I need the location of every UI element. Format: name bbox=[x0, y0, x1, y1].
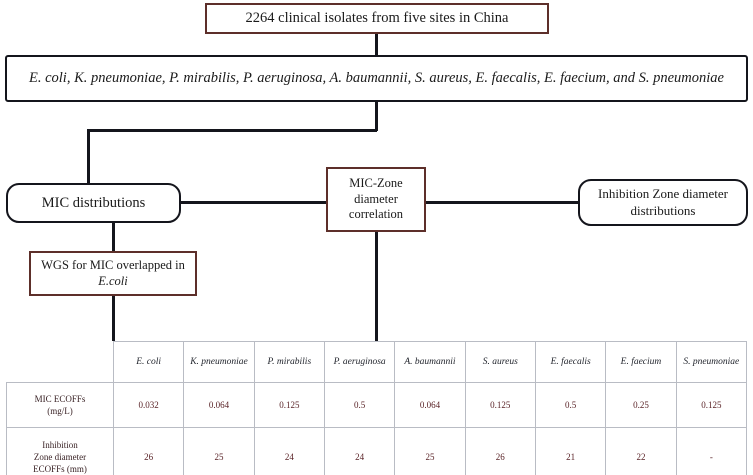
table-cell: 0.064 bbox=[183, 382, 255, 428]
connector-mic-to-correlation bbox=[180, 201, 328, 204]
species-list-box: E. coli, K. pneumoniae, P. mirabilis, P.… bbox=[5, 55, 748, 102]
zone-distributions-label: Inhibition Zone diameter distributions bbox=[598, 186, 728, 218]
row-label-mic-ecoffs: MIC ECOFFs (mg/L) bbox=[6, 382, 114, 428]
table-cell: - bbox=[675, 427, 748, 475]
row-label-line1: Inhibition bbox=[42, 439, 78, 450]
wgs-label-line1: WGS for MIC overlapped in bbox=[41, 257, 185, 272]
connector-correlation-to-table bbox=[375, 230, 378, 342]
mic-distributions-box: MIC distributions bbox=[6, 183, 181, 223]
connector-trunk-to-mic bbox=[87, 129, 90, 184]
species-list-label: E. coli, K. pneumoniae, P. mirabilis, P.… bbox=[28, 70, 724, 87]
table-header-cell: S. aureus bbox=[464, 341, 536, 383]
connector-species-to-trunk bbox=[375, 101, 378, 131]
row-label-line3: ECOFFs (mm) bbox=[33, 464, 87, 475]
isolates-summary-label: 2264 clinical isolates from five sites i… bbox=[245, 10, 509, 27]
table-cell: 24 bbox=[323, 427, 396, 475]
table-header-row: E. coli K. pneumoniae P. mirabilis P. ae… bbox=[6, 341, 748, 383]
table-cell: 21 bbox=[534, 427, 607, 475]
connector-mic-to-wgs bbox=[112, 222, 115, 253]
table-cell: 24 bbox=[253, 427, 325, 475]
wgs-label-species: E.coli bbox=[98, 273, 128, 288]
table-cell: 0.032 bbox=[112, 382, 185, 428]
table-cell: 26 bbox=[112, 427, 185, 475]
table-cell: 26 bbox=[464, 427, 536, 475]
table-header-cell: E. coli bbox=[112, 341, 185, 383]
connector-wgs-to-table bbox=[112, 294, 115, 342]
isolates-summary-box: 2264 clinical isolates from five sites i… bbox=[205, 3, 549, 34]
row-label-line2: Zone diameter bbox=[33, 451, 87, 462]
table-cell: 0.125 bbox=[464, 382, 536, 428]
table-cell: 0.5 bbox=[534, 382, 607, 428]
table-header-cell: A. baumannii bbox=[394, 341, 466, 383]
table-cell: 25 bbox=[183, 427, 255, 475]
table-header-cell: K. pneumoniae bbox=[183, 341, 255, 383]
table-header-cell: P. mirabilis bbox=[253, 341, 325, 383]
table-header-cell: E. faecalis bbox=[534, 341, 607, 383]
table-header-cell: S. pneumoniae bbox=[675, 341, 748, 383]
connector-top-to-species bbox=[375, 34, 378, 56]
table-cell: 0.064 bbox=[394, 382, 466, 428]
connector-correlation-to-zone bbox=[424, 201, 580, 204]
zone-distributions-box: Inhibition Zone diameter distributions bbox=[578, 179, 748, 226]
mic-distributions-label: MIC distributions bbox=[41, 194, 146, 211]
table-cell: 0.125 bbox=[675, 382, 748, 428]
ecoff-table: E. coli K. pneumoniae P. mirabilis P. ae… bbox=[6, 341, 748, 475]
table-row: MIC ECOFFs (mg/L) 0.032 0.064 0.125 0.5 0… bbox=[6, 382, 748, 428]
mic-zone-correlation-label: MIC-Zone diameter correlation bbox=[348, 176, 404, 222]
table-cell: 0.5 bbox=[323, 382, 396, 428]
table-cell: 0.25 bbox=[605, 382, 677, 428]
mic-zone-correlation-box: MIC-Zone diameter correlation bbox=[326, 167, 426, 232]
row-label-line2: (mg/L) bbox=[47, 406, 73, 416]
row-label-line1: MIC ECOFFs bbox=[34, 393, 86, 404]
connector-trunk-horizontal bbox=[87, 129, 377, 132]
table-cell: 0.125 bbox=[253, 382, 325, 428]
table-cell: 25 bbox=[394, 427, 466, 475]
table-header-cell: P. aeruginosa bbox=[323, 341, 396, 383]
table-header-cell: E. faecium bbox=[605, 341, 677, 383]
table-cell: 22 bbox=[605, 427, 677, 475]
table-corner-cell bbox=[6, 341, 114, 383]
